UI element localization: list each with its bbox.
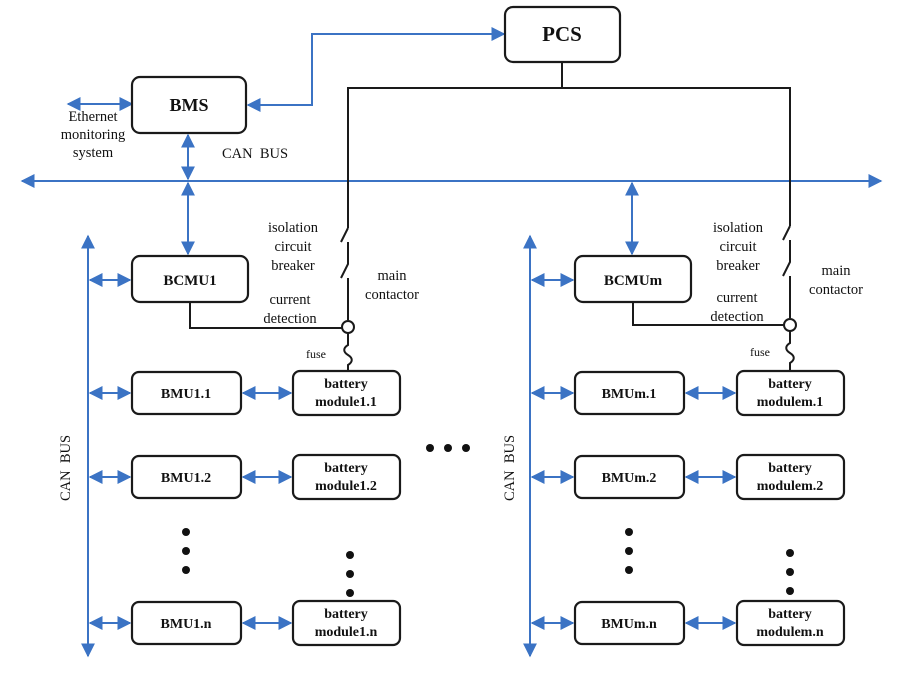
- battery-module-m-1-line2: modulem.1: [757, 395, 824, 410]
- battery-module-1-2: battery module1.2: [291, 453, 402, 501]
- left-current-detection-label: current detection: [263, 292, 317, 327]
- bms-box: BMS: [130, 75, 248, 135]
- bmum-n-label: BMUm.n: [601, 617, 657, 632]
- pcs-label: PCS: [542, 22, 582, 46]
- left-connection-node: [341, 320, 355, 334]
- bmum-1-label: BMUm.1: [602, 387, 657, 402]
- pcs-box: PCS: [503, 5, 622, 64]
- bmu1-1-box: BMU1.1: [130, 370, 243, 416]
- bmum-n-box: BMUm.n: [573, 600, 686, 646]
- battery-module-1-2-line2: module1.2: [315, 479, 377, 494]
- right-isolation-line3: breaker: [716, 258, 760, 274]
- left-fuse-label: fuse: [306, 347, 326, 361]
- left-switches: [340, 227, 349, 320]
- bcmu1-label: BCMU1: [163, 273, 216, 289]
- right-isolation-line2: circuit: [719, 239, 756, 255]
- right-isolation-breaker-label: isolation circuit breaker: [713, 220, 764, 274]
- ethernet-line1: Ethernet: [68, 109, 117, 125]
- right-detection-line1: current: [716, 290, 757, 306]
- right-connection-node: [783, 318, 797, 332]
- left-isolation-line1: isolation: [268, 220, 319, 236]
- left-isolation-line3: breaker: [271, 258, 315, 274]
- battery-module-m-n-line1: battery: [768, 607, 812, 622]
- battery-module-m-n: battery modulem.n: [735, 599, 846, 647]
- left-battery-ellipsis: [346, 551, 354, 597]
- left-fuse: [343, 333, 353, 371]
- bcmu1-box: BCMU1: [130, 254, 250, 304]
- bmum-2-box: BMUm.2: [573, 454, 686, 500]
- battery-module-m-n-line2: modulem.n: [756, 625, 824, 640]
- bmu1-n-box: BMU1.n: [130, 600, 243, 646]
- right-detection-line2: detection: [710, 309, 764, 325]
- left-bmu-ellipsis: [182, 528, 190, 574]
- ethernet-line3: system: [73, 145, 114, 161]
- battery-module-m-2-line1: battery: [768, 461, 812, 476]
- bms-pcs-link: [246, 27, 506, 112]
- can-bus-right-label: CAN BUS: [502, 435, 518, 501]
- left-contactor-line1: main: [378, 268, 408, 284]
- pcs-power-split: [347, 87, 791, 228]
- bmu1-2-box: BMU1.2: [130, 454, 243, 500]
- battery-module-1-1-line2: module1.1: [315, 395, 377, 410]
- can-bus-top-label: CAN BUS: [222, 146, 288, 162]
- left-contactor-line2: contactor: [365, 287, 419, 303]
- right-isolation-line1: isolation: [713, 220, 764, 236]
- bcmum-box: BCMUm: [573, 254, 693, 304]
- battery-module-1-1-line1: battery: [324, 377, 368, 392]
- bms-label: BMS: [169, 95, 208, 115]
- battery-module-1-n-line2: module1.n: [315, 625, 378, 640]
- middle-horizontal-ellipsis: [426, 444, 470, 452]
- ethernet-line2: monitoring: [61, 127, 125, 143]
- ethernet-label: Ethernet monitoring system: [61, 109, 125, 161]
- right-bmu-ellipsis: [625, 528, 633, 574]
- bcmum-label: BCMUm: [604, 273, 663, 289]
- right-battery-ellipsis: [786, 549, 794, 595]
- bmum-1-box: BMUm.1: [573, 370, 686, 416]
- left-isolation-line2: circuit: [274, 239, 311, 255]
- power-lines: [189, 62, 797, 371]
- right-contactor-line2: contactor: [809, 282, 863, 298]
- left-isolation-breaker-label: isolation circuit breaker: [268, 220, 319, 274]
- right-contactor-line1: main: [822, 263, 852, 279]
- bmu1-n-label: BMU1.n: [161, 617, 212, 632]
- right-current-detection-label: current detection: [710, 290, 764, 325]
- battery-module-1-n-line1: battery: [324, 607, 368, 622]
- battery-module-1-2-line1: battery: [324, 461, 368, 476]
- battery-module-1-1: battery module1.1: [291, 369, 402, 417]
- bmum-2-label: BMUm.2: [602, 471, 657, 486]
- bmu1-2-label: BMU1.2: [161, 471, 211, 486]
- left-main-contactor-label: main contactor: [365, 268, 419, 303]
- left-detection-line2: detection: [263, 311, 317, 327]
- right-switches: [782, 225, 791, 318]
- right-current-detection-line: [632, 302, 784, 326]
- left-detection-line1: current: [269, 292, 310, 308]
- right-fuse: [785, 331, 795, 371]
- battery-module-m-2: battery modulem.2: [735, 453, 846, 501]
- right-main-contactor-label: main contactor: [809, 263, 863, 298]
- battery-module-m-1: battery modulem.1: [735, 369, 846, 417]
- right-fuse-label: fuse: [750, 345, 770, 359]
- battery-module-m-1-line1: battery: [768, 377, 812, 392]
- can-bus-left-label: CAN BUS: [58, 435, 74, 501]
- left-current-detection-line: [189, 302, 342, 329]
- communication-lines: [20, 27, 883, 658]
- battery-module-m-2-line2: modulem.2: [757, 479, 824, 494]
- bmu1-1-label: BMU1.1: [161, 387, 211, 402]
- battery-module-1-n: battery module1.n: [291, 599, 402, 647]
